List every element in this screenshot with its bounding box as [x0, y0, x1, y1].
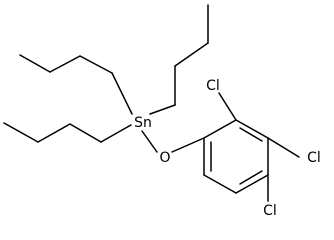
oxygen-aryl-bond — [171, 137, 205, 153]
chlorine-label-bottom: Cl — [263, 203, 277, 219]
benzene-ring — [203, 119, 269, 194]
chlorine-label-top: Cl — [206, 78, 220, 94]
butyl-chain-lower-left — [3, 122, 132, 143]
oxygen-atom-label: O — [159, 150, 170, 166]
butyl-chain-upper-left — [19, 54, 133, 115]
tin-oxygen-bond — [141, 130, 158, 153]
ring-chlorine-bond-top — [218, 92, 237, 121]
chlorine-label-right: Cl — [307, 150, 321, 166]
tin-atom-label: Sn — [134, 115, 152, 131]
ring-chlorine-bond-right — [267, 137, 300, 158]
butyl-chain-upper-right — [149, 4, 209, 115]
